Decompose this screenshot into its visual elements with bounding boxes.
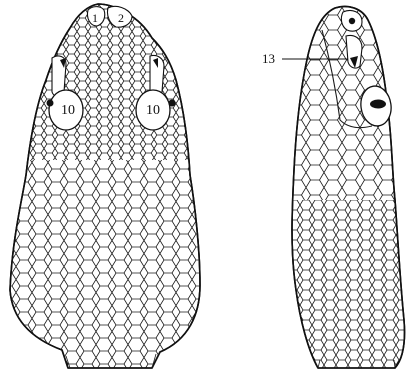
dorsal-scale-mesh — [0, 0, 210, 375]
lateral-eye-pupil — [370, 100, 386, 109]
dorsal-view: 1 2 10 10 — [0, 0, 210, 375]
scale-2-label: 2 — [118, 11, 124, 25]
scale-1-label: 1 — [92, 11, 98, 25]
scale-10-right-label: 10 — [146, 103, 160, 118]
scale-13-label: 13 — [262, 51, 275, 66]
nostril-dot — [349, 18, 355, 24]
left-eye-dot — [47, 100, 54, 107]
right-eye-dot — [169, 100, 176, 107]
scale-10-left-label: 10 — [61, 103, 75, 118]
lateral-view — [286, 0, 409, 375]
